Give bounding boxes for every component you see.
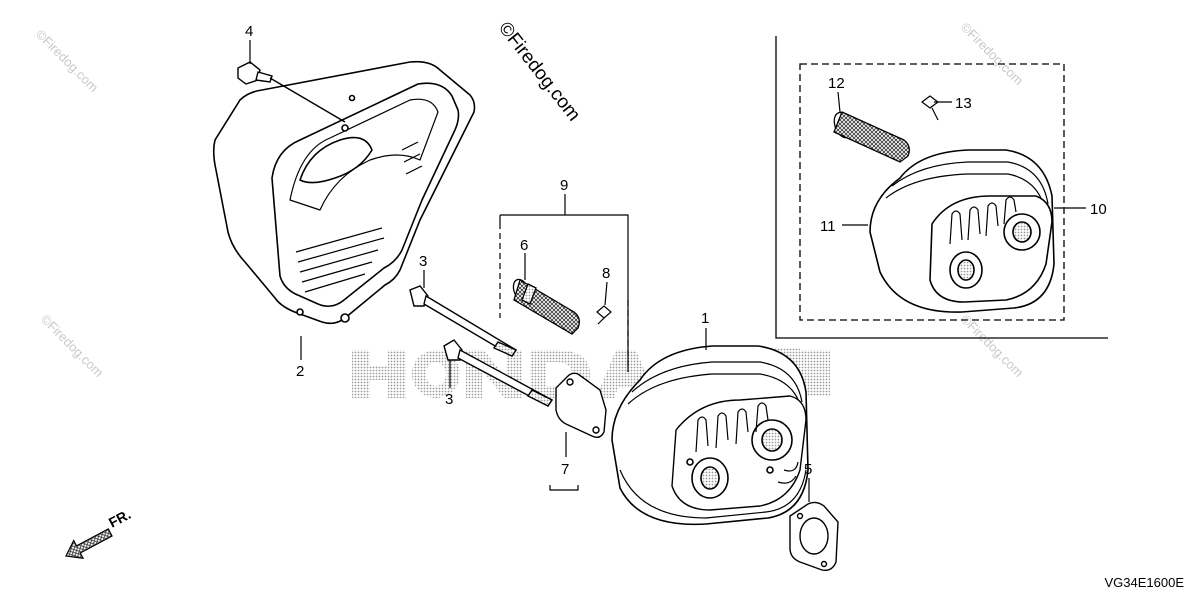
- spark-arrester-part-12: [833, 111, 910, 163]
- callout-5: 5: [804, 461, 812, 478]
- brand-copyright-stamp: ©Firedog.com: [494, 18, 584, 125]
- spark-arrester-part-6: [512, 278, 580, 335]
- callout-13: 13: [955, 95, 972, 112]
- screw-part-8: [596, 305, 612, 325]
- callout-6: 6: [520, 237, 528, 254]
- watermark-text: ©Firedog.com: [958, 20, 1026, 88]
- callout-2: 2: [296, 363, 304, 380]
- callout-3-upper: 3: [419, 253, 427, 270]
- callout-12: 12: [828, 75, 845, 92]
- muffler-part-1: [611, 345, 809, 526]
- gasket-part-7: [555, 372, 607, 439]
- callout-1: 1: [701, 310, 709, 327]
- watermark-text: ©Firedog.com: [38, 312, 106, 380]
- callout-11: 11: [820, 218, 836, 235]
- front-direction-label: FR.: [106, 506, 133, 531]
- callout-labels: 1 2 3 3 4 5 6 7 8 9 10 11 12 13: [245, 23, 1107, 478]
- callout-7: 7: [561, 461, 569, 478]
- muffler-bolt-part-3-lower: [443, 339, 554, 407]
- muffler-part-10: [869, 149, 1055, 313]
- inset-box: [775, 36, 1108, 339]
- callout-9: 9: [560, 177, 568, 194]
- callout-8: 8: [602, 265, 610, 282]
- watermark-text: ©Firedog.com: [958, 312, 1026, 380]
- muffler-protector-part-2: [212, 60, 476, 325]
- muffler-bolt-part-3-upper: [409, 285, 518, 357]
- watermark-text: ©Firedog.com: [33, 27, 101, 95]
- callout-4: 4: [245, 23, 253, 40]
- diagram-code: VG34E1600E: [1104, 575, 1184, 590]
- gasket-part-5: [789, 501, 839, 572]
- callout-3-lower: 3: [445, 391, 453, 408]
- spark-arrester-set-bracket-9: [499, 194, 629, 491]
- callout-10: 10: [1090, 201, 1107, 218]
- front-direction-arrow-icon: FR.: [65, 506, 133, 560]
- screw-part-13: [921, 95, 939, 121]
- leader-lines: [249, 40, 1086, 502]
